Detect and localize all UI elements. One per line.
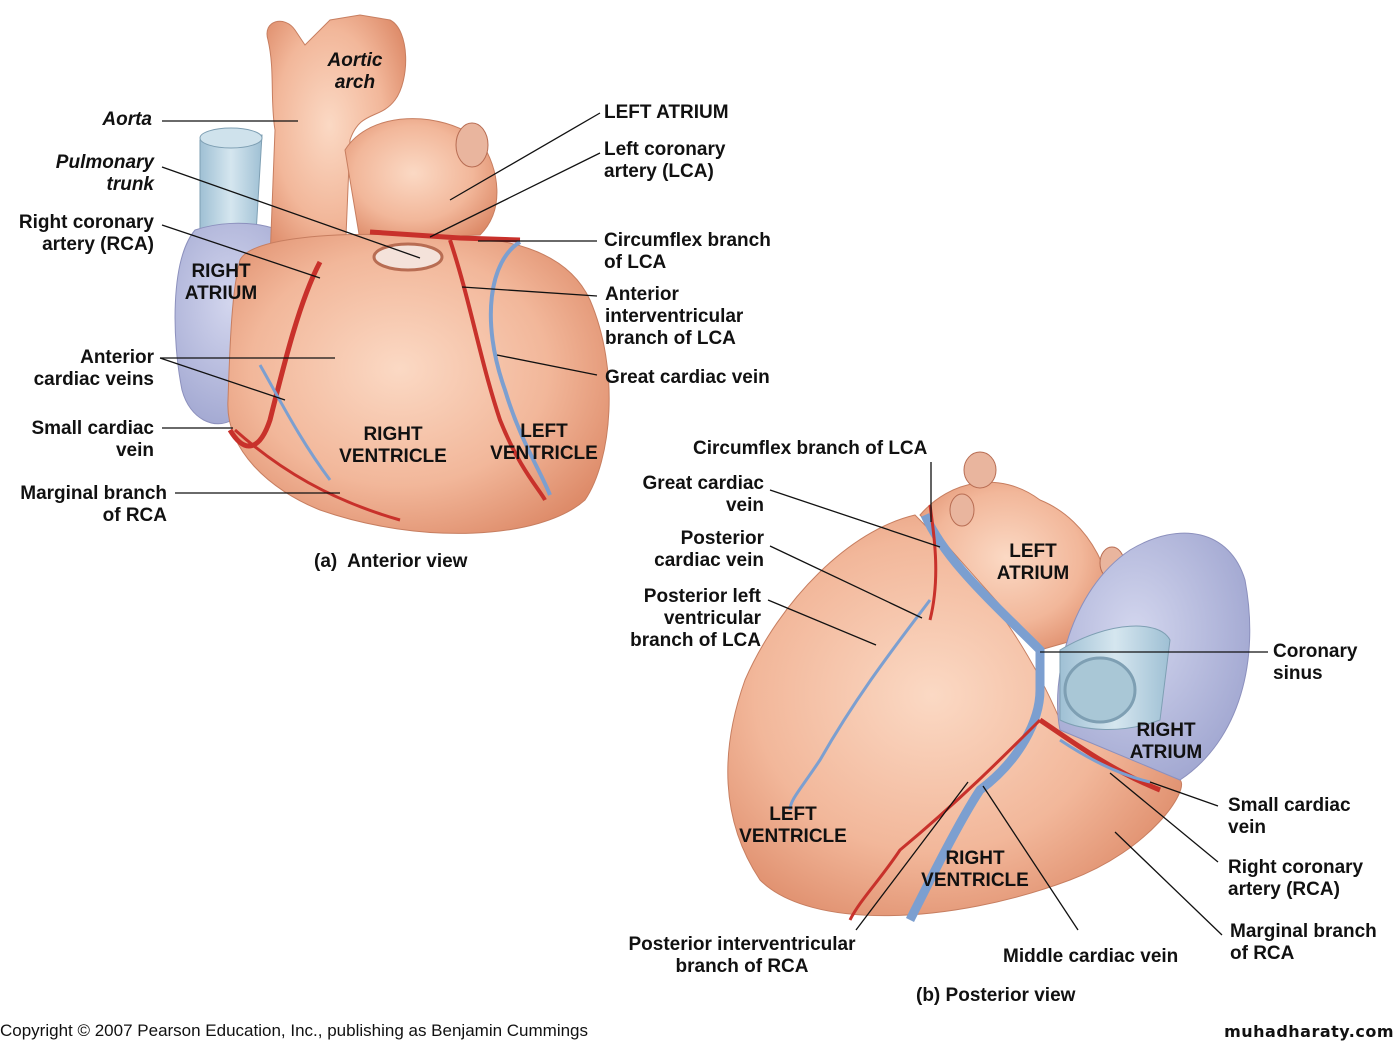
leader-posterior-cardiac-vein	[769, 545, 923, 619]
leader-pulmonary-trunk	[161, 166, 421, 259]
label-coronary-sinus: Coronary sinus	[1273, 641, 1358, 684]
region-right-atrium-a: RIGHT ATRIUM	[184, 261, 258, 304]
label-right-coronary-artery-a: Right coronary artery (RCA)	[18, 212, 154, 255]
rca-vessel	[227, 260, 323, 449]
label-left-atrium-a: LEFT ATRIUM	[604, 102, 729, 123]
label-great-cardiac-vein-a: Great cardiac vein	[605, 367, 770, 388]
region-left-ventricle-b: LEFT VENTRICLE	[739, 804, 847, 847]
label-circumflex-branch-b: Circumflex branch of LCA	[693, 438, 928, 459]
label-marginal-branch-b: Marginal branch of RCA	[1230, 921, 1377, 964]
pulmonary-vein-opening-1	[963, 451, 997, 489]
leader-great-cardiac-vein-a	[496, 354, 598, 376]
region-left-atrium-b: LEFT ATRIUM	[996, 541, 1070, 584]
label-great-cardiac-vein-b: Great cardiac vein	[642, 473, 764, 516]
region-right-ventricle-a: RIGHT VENTRICLE	[339, 424, 447, 467]
caption-posterior-view: (b) Posterior view	[916, 985, 1076, 1006]
posterior-rca-vessel	[1038, 717, 1161, 793]
label-circumflex-branch-a: Circumflex branch of LCA	[604, 230, 771, 273]
leader-great-cardiac-vein-b	[769, 489, 941, 548]
label-posterior-cardiac-vein: Posterior cardiac vein	[654, 528, 764, 571]
pulmonary-vein-opening	[455, 122, 489, 168]
label-left-coronary-artery: Left coronary artery (LCA)	[604, 139, 726, 182]
leader-lines	[159, 112, 1268, 936]
label-pulmonary-trunk: Pulmonary trunk	[55, 152, 154, 195]
label-small-cardiac-vein-b: Small cardiac vein	[1228, 795, 1351, 838]
lca-vessel	[369, 229, 521, 243]
ivc-opening	[1063, 656, 1137, 724]
region-right-ventricle-b: RIGHT VENTRICLE	[921, 848, 1029, 891]
posterior-left-ventricular-vessel	[788, 599, 932, 811]
anterior-heart	[174, 14, 610, 534]
leader-lca	[429, 152, 601, 238]
label-anterior-interventricular: Anterior interventricular branch of LCA	[605, 284, 744, 349]
copyright-notice: Copyright © 2007 Pearson Education, Inc.…	[0, 1021, 589, 1040]
label-marginal-branch-a: Marginal branch of RCA	[20, 483, 167, 526]
label-right-coronary-artery-b: Right coronary artery (RCA)	[1228, 857, 1364, 900]
leader-anterior-cardiac-veins-2	[159, 357, 286, 401]
leader-rca	[161, 224, 321, 279]
leader-rca-b	[1109, 772, 1219, 863]
label-anterior-cardiac-veins: Anterior cardiac veins	[33, 347, 154, 390]
leader-posterior-interventricular	[855, 781, 969, 931]
aortic-arch-shape	[266, 14, 407, 261]
great-cardiac-vein-vessel	[488, 240, 552, 496]
label-aorta: Aorta	[102, 109, 152, 130]
label-aortic-arch: Aortic arch	[327, 50, 383, 93]
posterior-interventricular-vessel	[848, 718, 1042, 921]
leader-small-cardiac-vein-b	[1149, 781, 1219, 807]
pulmonary-trunk-opening	[372, 242, 444, 272]
leader-posterior-left-ventricular	[767, 599, 877, 646]
small-cardiac-vessel	[1059, 738, 1151, 784]
pulmonary-vein-opening-2	[949, 493, 975, 527]
site-watermark: muhadharaty.com	[1224, 1022, 1394, 1041]
vena-cava-opening	[199, 127, 263, 149]
region-left-ventricle-a: LEFT VENTRICLE	[490, 421, 598, 464]
region-right-atrium-b: RIGHT ATRIUM	[1129, 720, 1203, 763]
caption-anterior-view: (a) Anterior view	[314, 551, 468, 572]
label-posterior-left-ventricular: Posterior left ventricular branch of LCA	[630, 586, 761, 651]
anterior-cardiac-vein-vessel	[258, 364, 332, 481]
label-posterior-interventricular: Posterior interventricular branch of RCA	[628, 934, 856, 977]
label-middle-cardiac-vein: Middle cardiac vein	[1003, 946, 1179, 967]
leader-middle-cardiac-vein	[982, 785, 1079, 931]
marginal-vessel	[234, 428, 401, 522]
label-small-cardiac-vein-a: Small cardiac vein	[31, 418, 154, 461]
ventricles-posterior	[727, 514, 1182, 917]
leader-marginal-b	[1114, 831, 1223, 936]
ventricles-anterior	[227, 233, 610, 534]
leader-anterior-interventricular	[461, 286, 598, 297]
leader-left-atrium	[449, 112, 601, 201]
